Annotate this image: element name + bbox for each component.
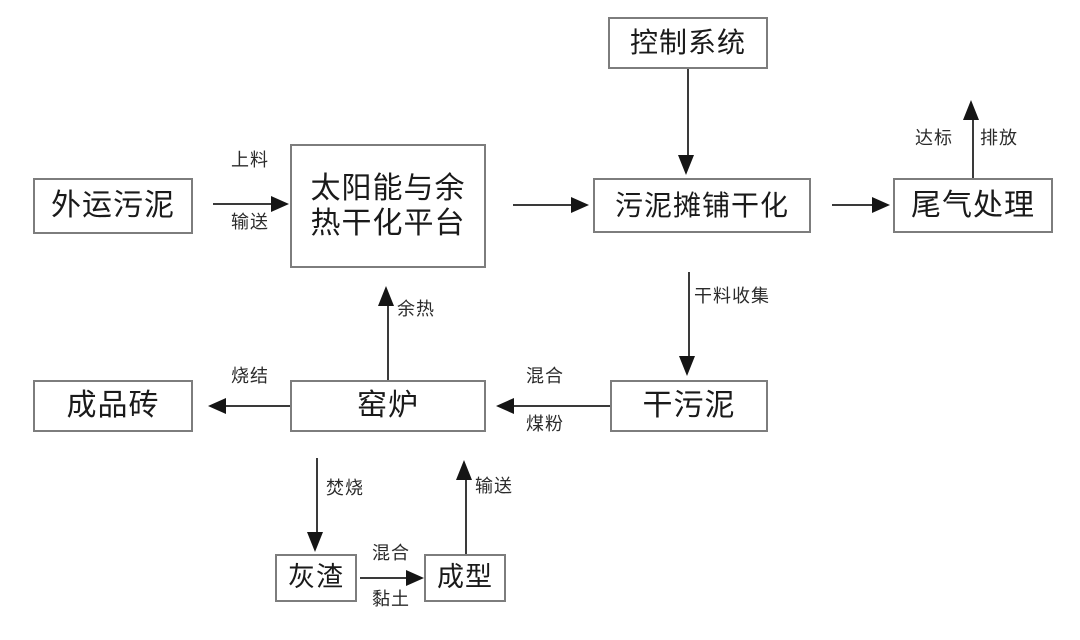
edge-label-clay-mix-top: 混合	[372, 543, 410, 564]
node-tail-gas-treatment[interactable]: 尾气处理	[893, 178, 1053, 233]
emission-label-divider	[972, 126, 974, 168]
edge-label-coal-mix-top: 混合	[526, 366, 564, 387]
node-solar-waste-heat-platform[interactable]: 太阳能与余 热干化平台	[290, 144, 486, 268]
node-sludge-spread-drying[interactable]: 污泥摊铺干化	[593, 178, 811, 233]
node-control-system[interactable]: 控制系统	[608, 17, 768, 69]
node-dry-sludge[interactable]: 干污泥	[610, 380, 768, 432]
edge-label-incineration: 焚烧	[326, 478, 364, 499]
node-finished-brick[interactable]: 成品砖	[33, 380, 193, 432]
edge-label-clay-mix-bottom: 黏土	[372, 589, 410, 610]
arrow-incineration	[307, 458, 326, 554]
arrow-conveying	[456, 460, 475, 554]
edge-label-waste-heat: 余热	[397, 299, 435, 320]
edge-label-conveying: 输送	[475, 476, 513, 497]
edge-label-coal-mix-bottom: 煤粉	[526, 414, 564, 435]
arrow-dry-material-collection	[679, 272, 698, 380]
edge-label-emission-standard: 达标	[915, 128, 953, 149]
node-imported-sludge[interactable]: 外运污泥	[33, 178, 193, 234]
node-kiln[interactable]: 窑炉	[290, 380, 486, 432]
arrow-feed	[213, 196, 291, 212]
edge-label-dry-material-collection: 干料收集	[694, 286, 770, 307]
arrow-platform-to-spread-drying	[513, 197, 593, 213]
edge-label-sintering: 烧结	[231, 366, 269, 387]
arrow-clay-mixing	[360, 570, 426, 586]
arrow-sintering	[208, 398, 290, 414]
arrow-control-to-spread-drying	[678, 69, 697, 177]
arrow-waste-heat-recovery	[378, 286, 397, 380]
arrow-coal-powder-mixing	[496, 398, 610, 414]
edge-label-emission-discharge: 排放	[980, 128, 1018, 149]
edge-label-feed-top: 上料	[231, 150, 269, 171]
edge-label-feed-bottom: 输送	[231, 212, 269, 233]
node-ash-slag[interactable]: 灰渣	[275, 554, 357, 602]
arrow-spread-drying-to-tailgas	[832, 197, 894, 213]
node-forming[interactable]: 成型	[424, 554, 506, 602]
